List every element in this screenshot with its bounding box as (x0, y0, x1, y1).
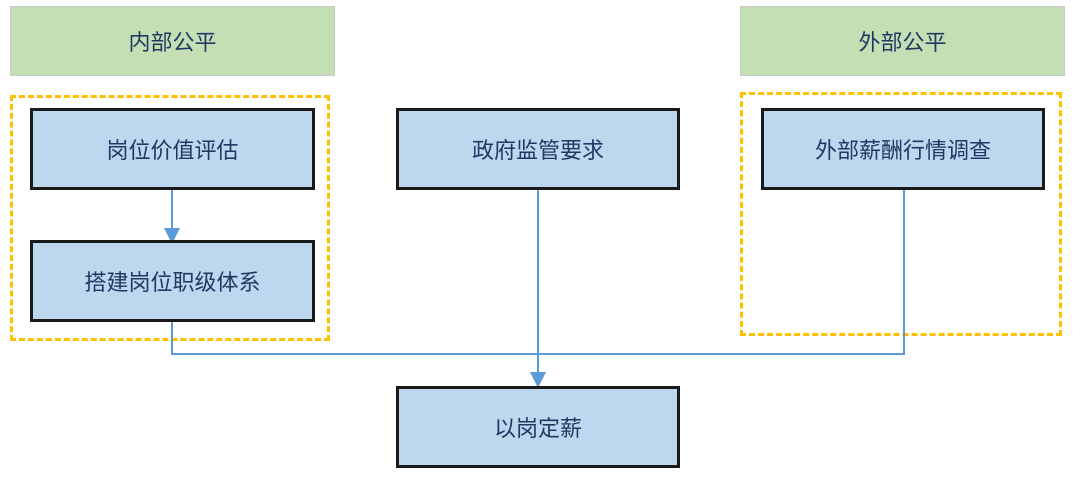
gov-requirement-box: 政府监管要求 (396, 108, 680, 190)
job-evaluation-box: 岗位价值评估 (30, 108, 315, 190)
job-grade-box: 搭建岗位职级体系 (30, 240, 315, 322)
header-internal-fairness: 内部公平 (10, 6, 335, 76)
external-group (740, 92, 1062, 336)
header-external-fairness: 外部公平 (740, 6, 1065, 76)
internal-group (10, 95, 330, 341)
salary-survey-box: 外部薪酬行情调查 (761, 108, 1045, 190)
result-box: 以岗定薪 (396, 386, 680, 468)
